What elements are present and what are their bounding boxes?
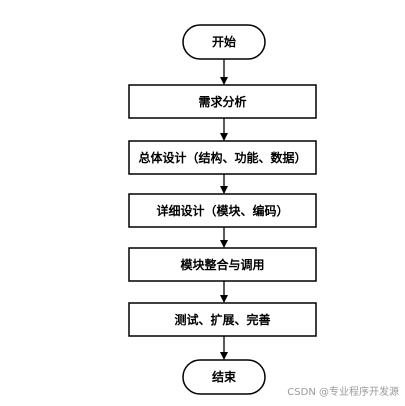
process-step-label: 详细设计（模块、编码）	[156, 203, 288, 218]
end-node: 结束	[182, 359, 266, 395]
process-step-requirements: 需求分析	[128, 84, 317, 119]
process-step-label: 模块整合与调用	[180, 257, 264, 272]
process-step-label: 需求分析	[198, 94, 246, 109]
process-step-label: 总体设计（结构、功能、数据）	[138, 150, 306, 165]
start-node: 开始	[182, 24, 266, 60]
process-step-label: 测试、扩展、完善	[174, 312, 270, 327]
process-step-integration: 模块整合与调用	[128, 247, 317, 282]
process-step-detailed-design: 详细设计（模块、编码）	[128, 193, 317, 228]
start-node-label: 开始	[212, 34, 236, 49]
end-node-label: 结束	[212, 369, 237, 384]
watermark-text: CSDN @专业程序开发源	[287, 387, 399, 398]
process-step-testing: 测试、扩展、完善	[128, 302, 317, 337]
process-step-overall-design: 总体设计（结构、功能、数据）	[128, 140, 317, 175]
